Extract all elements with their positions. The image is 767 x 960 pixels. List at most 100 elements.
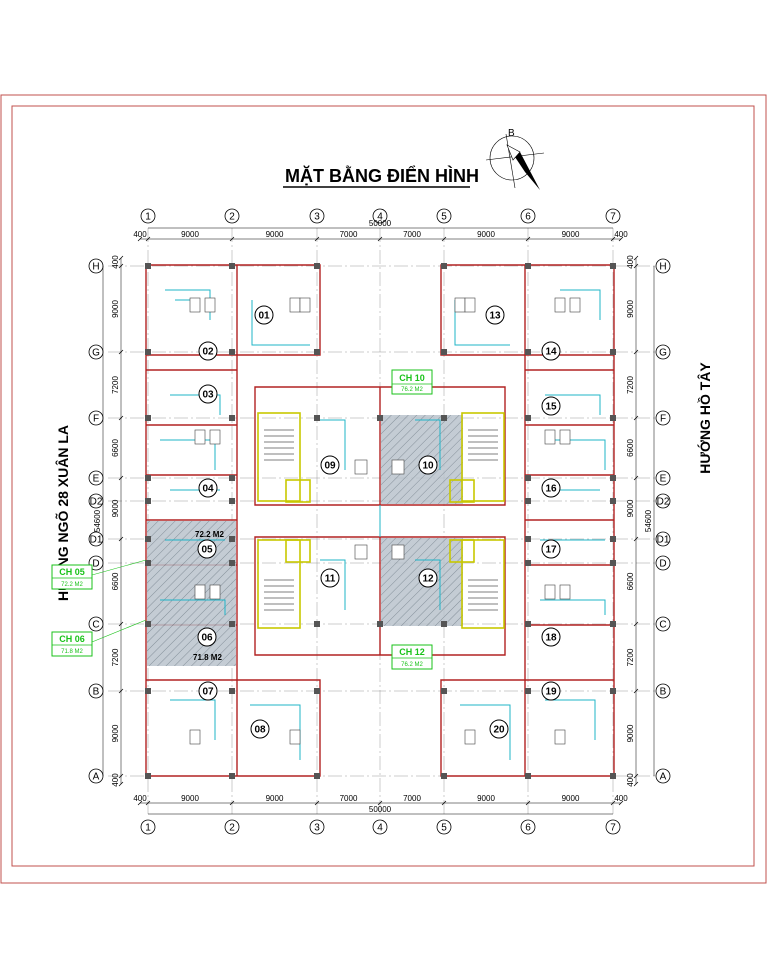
tag-ch10: CH 10 76.2 M2 <box>391 369 433 395</box>
column <box>229 536 235 542</box>
column <box>377 415 383 421</box>
unit-16-marker: 16 <box>541 478 561 498</box>
row-axis-label: B <box>93 687 100 698</box>
column <box>441 773 447 779</box>
dimension-label: 7200 <box>111 376 120 394</box>
column <box>314 349 320 355</box>
unit-number: 09 <box>324 461 336 472</box>
column <box>525 688 531 694</box>
row-axis-label: D <box>92 559 99 570</box>
column <box>314 263 320 269</box>
column <box>525 621 531 627</box>
unit-11-marker: 11 <box>320 568 340 588</box>
unit-number: 14 <box>545 347 557 358</box>
tag-ch10-area: 76.2 M2 <box>401 387 423 393</box>
column <box>525 560 531 566</box>
dimension-label: 6600 <box>626 572 635 590</box>
dimension-label: 6600 <box>626 439 635 457</box>
dimension-label: 400 <box>626 255 635 269</box>
row-axis-marker: E <box>655 470 671 486</box>
unit-06-hatch <box>147 571 236 666</box>
dimension-label: 9000 <box>111 724 120 742</box>
column <box>441 263 447 269</box>
bathroom-fixtures <box>189 297 581 745</box>
column <box>525 498 531 504</box>
column <box>610 536 616 542</box>
col-axis-label: 7 <box>610 823 616 834</box>
col-axis-label: 1 <box>145 823 151 834</box>
dimension-label: 9000 <box>181 794 199 803</box>
dimension-label: 400 <box>111 255 120 269</box>
row-axis-label: E <box>93 474 100 485</box>
col-axis-marker: 3 <box>309 208 325 224</box>
unit-08-marker: 08 <box>250 719 270 739</box>
tag-ch06: CH 06 71.8 M2 <box>51 619 147 657</box>
structural-columns <box>145 263 616 779</box>
dimension-label: 9000 <box>626 499 635 517</box>
col-axis-marker: 6 <box>520 819 536 835</box>
unit-number: 13 <box>489 311 501 322</box>
col-axis-label: 5 <box>441 212 447 223</box>
row-axis-label: C <box>92 620 99 631</box>
column <box>610 560 616 566</box>
dimension-label: 9000 <box>111 300 120 318</box>
col-axis-label: 2 <box>229 823 235 834</box>
row-axis-label: H <box>659 262 666 273</box>
unit-number: 15 <box>545 402 557 413</box>
column <box>610 688 616 694</box>
row-axis-marker: G <box>655 344 671 360</box>
column <box>610 263 616 269</box>
service-core <box>257 412 505 629</box>
row-axis-label: G <box>92 348 100 359</box>
unit-number: 03 <box>202 390 214 401</box>
row-axis-marker: C <box>655 616 671 632</box>
dimension-label: 7000 <box>340 230 358 239</box>
unit-number: 04 <box>202 484 214 495</box>
unit-02-marker: 02 <box>198 341 218 361</box>
unit-number: 06 <box>201 633 213 644</box>
row-axis-marker: D1 <box>88 531 104 547</box>
overall-width-label: 50000 <box>369 805 392 814</box>
row-axis-label: D2 <box>90 497 103 508</box>
dimension-label: 9000 <box>111 499 120 517</box>
unit-number: 01 <box>258 311 270 322</box>
tag-ch06-label: CH 06 <box>59 634 85 644</box>
row-axis-marker: B <box>88 683 104 699</box>
column <box>441 415 447 421</box>
row-axis-marker: F <box>655 410 671 426</box>
unit-number: 16 <box>545 484 557 495</box>
column <box>610 475 616 481</box>
dimension-label: 7000 <box>403 794 421 803</box>
column <box>610 773 616 779</box>
tag-ch05: CH 05 72.2 M2 <box>51 559 147 590</box>
column <box>145 498 151 504</box>
unit-04-marker: 04 <box>198 478 218 498</box>
row-axis-label: D1 <box>657 535 670 546</box>
column <box>441 621 447 627</box>
unit-18-marker: 18 <box>541 627 561 647</box>
col-axis-marker: 5 <box>436 208 452 224</box>
row-axis-marker: B <box>655 683 671 699</box>
column <box>525 349 531 355</box>
dimension-label: 9000 <box>626 724 635 742</box>
tag-ch05-area: 72.2 M2 <box>61 582 83 588</box>
dimension-label: 400 <box>614 794 628 803</box>
column <box>229 560 235 566</box>
dimension-label: 9000 <box>626 300 635 318</box>
column <box>441 349 447 355</box>
unit-number: 17 <box>545 545 557 556</box>
column <box>145 773 151 779</box>
unit-17-marker: 17 <box>541 539 561 559</box>
unit-05-hatch <box>147 521 236 571</box>
row-axis-label: G <box>659 348 667 359</box>
row-axis-marker: C <box>88 616 104 632</box>
dimension-label: 9000 <box>181 230 199 239</box>
unit-05-area: 72.2 M2 <box>195 530 224 539</box>
tag-ch06-area: 71.8 M2 <box>61 649 83 655</box>
dimension-label: 9000 <box>477 794 495 803</box>
column <box>145 349 151 355</box>
unit-number: 19 <box>545 687 557 698</box>
row-axis-marker: H <box>88 258 104 274</box>
